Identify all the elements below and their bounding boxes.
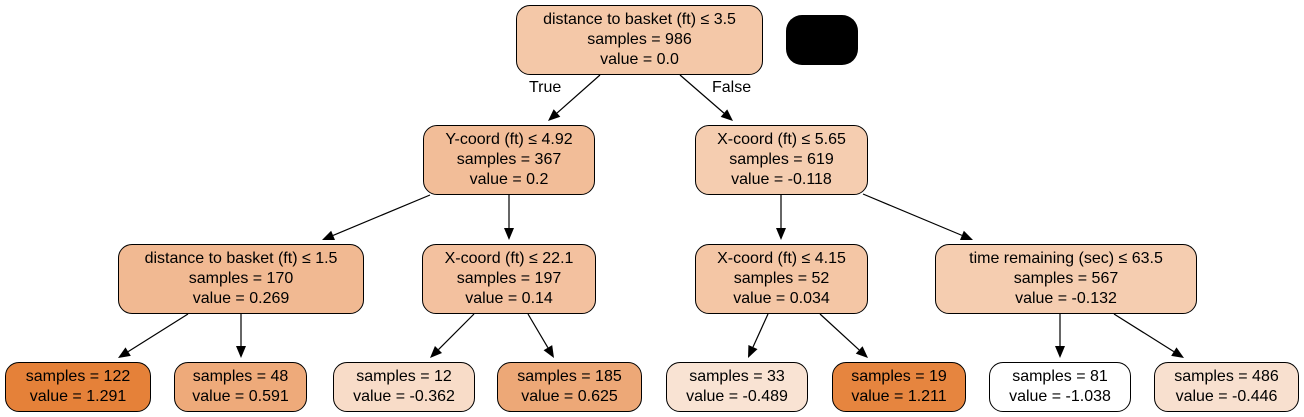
node-samples: samples = 986 (587, 31, 692, 48)
node-value: value = 0.14 (465, 290, 553, 307)
node-samples: samples = 19 (851, 368, 947, 385)
leaf-node: samples = 486 value = -0.446 (1154, 362, 1299, 412)
leaf-node: samples = 122 value = 1.291 (5, 362, 151, 412)
node-samples: samples = 33 (689, 368, 785, 385)
node-condition: X-coord (ft) ≤ 4.15 (717, 250, 846, 267)
node-samples: samples = 567 (1013, 270, 1119, 287)
arrowhead-icon (543, 345, 554, 358)
tree-edge (679, 74, 725, 114)
node-condition: time remaining (sec) ≤ 63.5 (969, 250, 1163, 267)
tree-edge (438, 313, 475, 350)
tree-edge (862, 193, 963, 236)
split-node: X-coord (ft) ≤ 4.15 samples = 52 value = 0… (695, 244, 868, 314)
arrowhead-icon (236, 346, 246, 358)
node-value: value = 0.625 (521, 388, 618, 405)
tree-edge (1113, 313, 1175, 353)
node-condition: distance to basket (ft) ≤ 3.5 (543, 11, 736, 28)
node-condition: X-coord (ft) ≤ 22.1 (444, 250, 574, 267)
node-condition: X-coord (ft) ≤ 5.65 (717, 131, 846, 148)
tree-edge (752, 313, 769, 348)
node-samples: samples = 12 (356, 368, 452, 385)
arrowhead-icon (855, 346, 868, 358)
tree-edge (332, 194, 431, 236)
arrowhead-icon (430, 345, 443, 358)
node-samples: samples = 170 (188, 270, 294, 287)
node-value: value = 1.211 (851, 388, 947, 405)
arrowhead-icon (1171, 347, 1184, 358)
tree-edge (127, 313, 189, 353)
node-value: value = 0.591 (192, 388, 289, 405)
edge-label-true: True (529, 79, 562, 96)
node-condition: Y-coord (ft) ≤ 4.92 (445, 131, 573, 148)
leaf-node: samples = 48 value = 0.591 (174, 362, 307, 412)
node-samples: samples = 52 (733, 270, 830, 287)
arrowhead-icon (748, 345, 758, 358)
node-samples: samples = 185 (517, 368, 622, 385)
node-value: value = 1.291 (29, 388, 127, 405)
node-value: value = 0.0 (600, 51, 679, 68)
node-samples: samples = 197 (456, 270, 562, 287)
leaf-node: samples = 185 value = 0.625 (497, 362, 642, 412)
leaf-node: samples = 33 value = -0.489 (666, 362, 808, 412)
split-node: distance to basket (ft) ≤ 1.5 samples = 1… (118, 244, 364, 314)
tree-edge (527, 313, 549, 348)
node-samples: samples = 619 (729, 151, 834, 168)
redaction-box (786, 15, 858, 65)
node-value: value = -0.489 (686, 388, 788, 405)
node-value: value = 0.034 (733, 290, 830, 307)
node-condition: distance to basket (ft) ≤ 1.5 (144, 250, 338, 267)
split-node: X-coord (ft) ≤ 5.65 samples = 619 value = … (695, 125, 868, 195)
arrowhead-icon (960, 230, 973, 240)
arrowhead-icon (322, 230, 335, 240)
tree-edge (819, 313, 860, 351)
node-samples: samples = 486 (1174, 368, 1279, 385)
node-samples: samples = 367 (456, 151, 562, 168)
leaf-node: samples = 81 value = -1.038 (989, 362, 1131, 412)
split-node: Y-coord (ft) ≤ 4.92 samples = 367 value = … (423, 125, 595, 195)
arrowhead-icon (1055, 346, 1065, 358)
node-value: value = 0.269 (192, 290, 290, 307)
split-node: distance to basket (ft) ≤ 3.5 samples = 9… (516, 5, 763, 75)
arrowhead-icon (720, 109, 733, 121)
node-samples: samples = 81 (1012, 368, 1108, 385)
edge-label-false: False (712, 79, 752, 96)
node-samples: samples = 122 (25, 368, 131, 385)
arrowhead-icon (776, 228, 786, 240)
arrowhead-icon (548, 109, 561, 121)
leaf-node: samples = 19 value = 1.211 (832, 362, 966, 412)
arrowhead-icon (118, 347, 131, 358)
node-value: value = -0.118 (731, 171, 832, 188)
node-value: value = -0.132 (1015, 290, 1117, 307)
node-value: value = -1.038 (1009, 388, 1111, 405)
leaf-node: samples = 12 value = -0.362 (333, 362, 475, 412)
node-samples: samples = 48 (192, 368, 289, 385)
split-node: X-coord (ft) ≤ 22.1 samples = 197 value = … (422, 244, 596, 314)
split-node: time remaining (sec) ≤ 63.5 samples = 567… (935, 244, 1197, 314)
tree-edge (556, 74, 601, 114)
node-value: value = 0.2 (469, 171, 549, 188)
arrowhead-icon (504, 228, 514, 240)
node-value: value = -0.362 (353, 388, 455, 405)
node-value: value = -0.446 (1175, 388, 1278, 405)
